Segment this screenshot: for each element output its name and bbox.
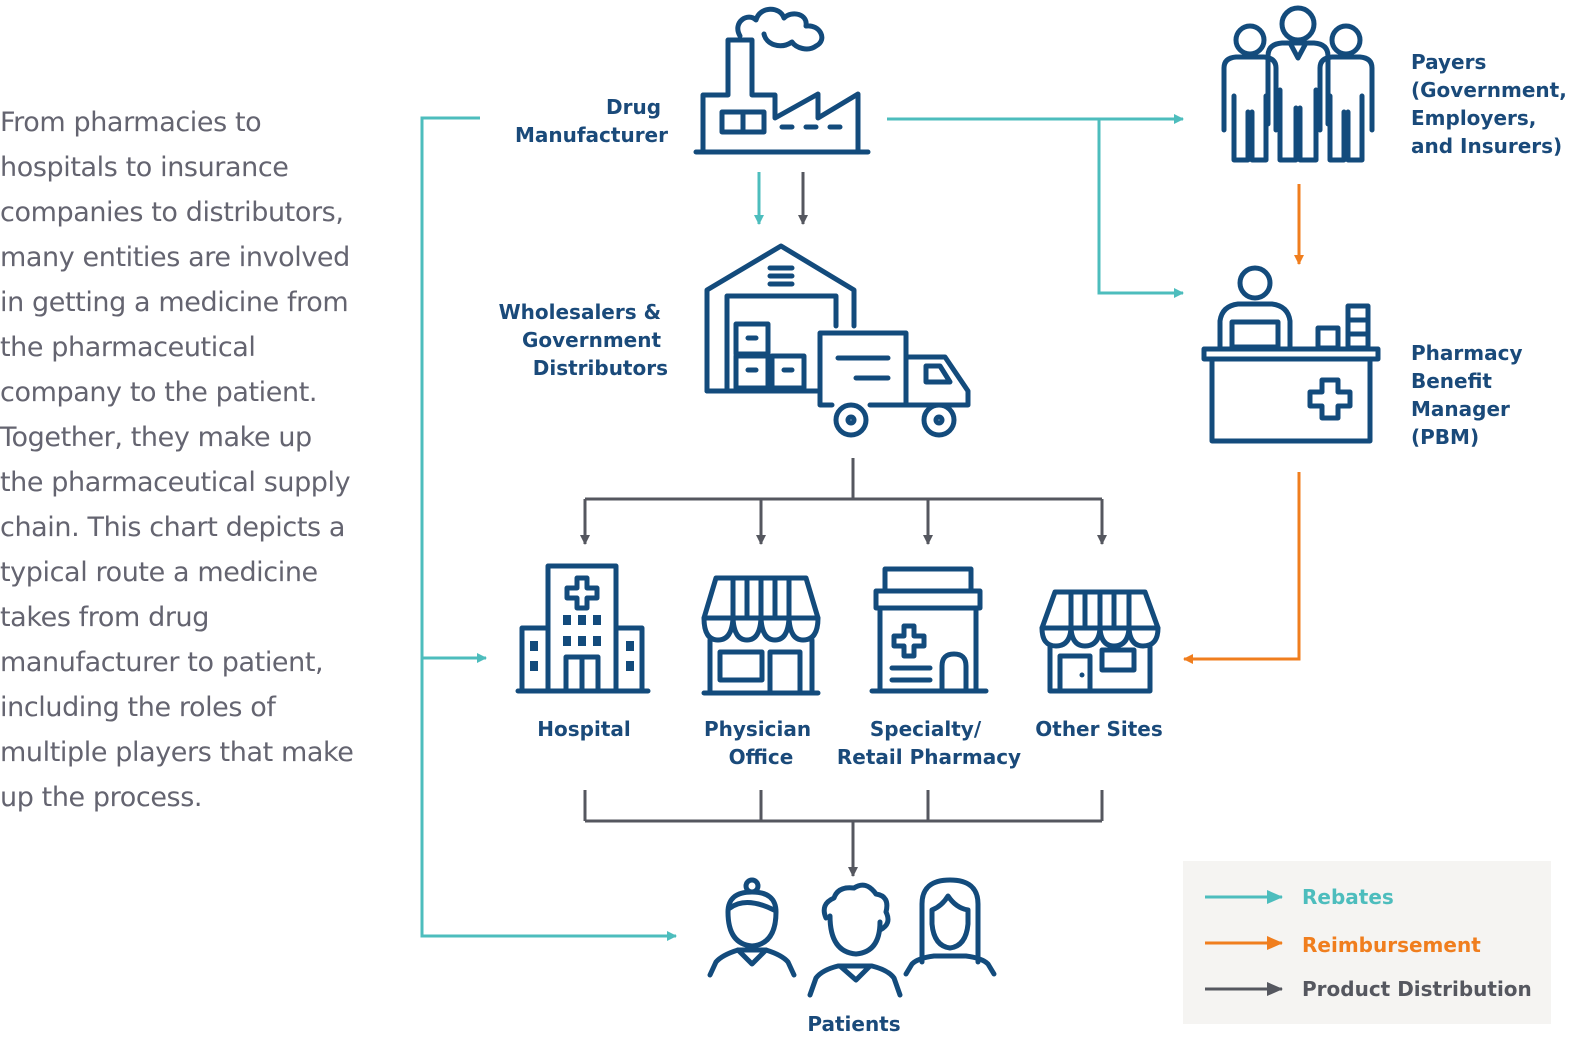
physician-office-storefront-icon [701,575,821,696]
other-sites-storefront-icon [1039,589,1161,694]
factory-icon [693,6,871,155]
edge-manufacturer-to-patients-rebates [420,658,677,941]
legend-product-label: Product Distribution [1302,977,1532,1001]
patients-people-icon [707,877,997,998]
intro-paragraph: From pharmacies to hospitals to insuranc… [0,107,354,813]
warehouse-truck-icon [704,243,971,438]
edges [420,114,1304,941]
payers-people-icon [1221,5,1375,163]
legend-reimbursement-label: Reimbursement [1302,933,1481,957]
edge-pbm-to-other-reimbursement [1183,472,1301,664]
edge-manufacturer-to-pbm-rebates [1097,119,1184,298]
pbm-counter-icon [1201,265,1381,444]
physician-office-label: Physician Office [704,717,818,769]
wholesalers-label: Wholesalers & Government Distributors [499,300,668,380]
legend-rebates-label: Rebates [1302,885,1394,909]
hospital-building-icon [515,563,651,694]
edge-wholesalers-bus [585,458,1102,501]
legend: Rebates Reimbursement Product Distributi… [1183,861,1551,1024]
pbm-label: Pharmacy Benefit Manager (PBM) [1411,341,1529,449]
edge-manufacturer-to-hospital-rebates [420,116,487,663]
pharmacy-building-icon [869,566,989,694]
edge-providers-bus [585,819,1102,876]
patients-label: Patients [807,1012,900,1036]
other-sites-label: Other Sites [1035,717,1162,741]
manufacturer-label: Drug Manufacturer [515,95,668,147]
payers-label: Payers (Government, Employers, and Insur… [1411,50,1574,158]
hospital-label: Hospital [537,717,630,741]
pharmacy-label: Specialty/ Retail Pharmacy [837,717,1021,769]
